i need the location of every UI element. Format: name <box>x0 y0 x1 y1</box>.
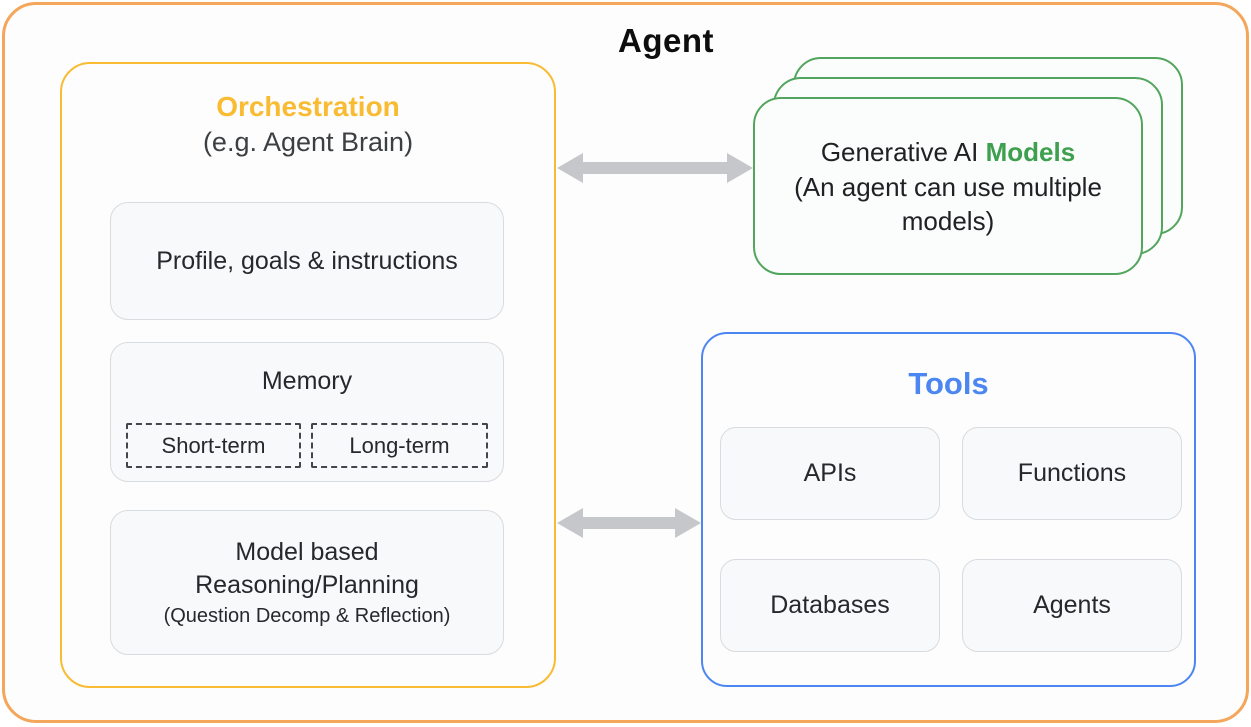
long-term-memory-box: Long-term <box>311 423 488 468</box>
arrow-right-head-icon <box>675 508 701 538</box>
tools-box: Tools APIs Functions Databases Agents <box>701 332 1196 687</box>
orchestration-title: Orchestration <box>216 91 400 122</box>
tool-card-agents: Agents <box>962 559 1182 652</box>
arrow-shaft <box>583 517 675 529</box>
short-term-memory-box: Short-term <box>126 423 301 468</box>
model-card-front: Generative AI Models (An agent can use m… <box>753 97 1143 275</box>
orchestration-box: Orchestration (e.g. Agent Brain) Profile… <box>60 62 556 688</box>
orchestration-models-arrow <box>557 153 753 183</box>
models-title-prefix: Generative AI <box>820 136 979 167</box>
reasoning-line-3: (Question Decomp & Reflection) <box>163 604 451 627</box>
generative-ai-models-stack: Generative AI Models (An agent can use m… <box>753 57 1185 277</box>
orchestration-subtitle: (e.g. Agent Brain) <box>202 127 414 157</box>
arrow-left-head-icon <box>557 153 583 183</box>
tool-card-databases: Databases <box>720 559 940 652</box>
diagram-title: Agent <box>618 22 714 59</box>
orchestration-tools-arrow <box>557 508 701 538</box>
profile-goals-instructions-label: Profile, goals & instructions <box>156 246 458 275</box>
memory-card: Memory Short-term Long-term <box>110 342 504 482</box>
memory-label: Memory <box>261 367 353 395</box>
arrow-right-head-icon <box>727 153 753 183</box>
arrow-left-head-icon <box>557 508 583 538</box>
arrow-shaft <box>583 162 727 174</box>
reasoning-planning-card: Model based Reasoning/Planning (Question… <box>110 510 504 655</box>
models-title-highlight: Models <box>985 136 1076 167</box>
tools-title: Tools <box>908 366 989 401</box>
models-subtitle: (An agent can use multiple models) <box>794 171 1102 236</box>
tool-card-apis: APIs <box>720 427 940 520</box>
reasoning-line-1: Model based <box>235 537 379 566</box>
profile-goals-instructions-card: Profile, goals & instructions <box>110 202 504 320</box>
tool-card-functions: Functions <box>962 427 1182 520</box>
models-title: Generative AI Models <box>821 135 1075 170</box>
reasoning-line-2: Reasoning/Planning <box>195 570 419 599</box>
